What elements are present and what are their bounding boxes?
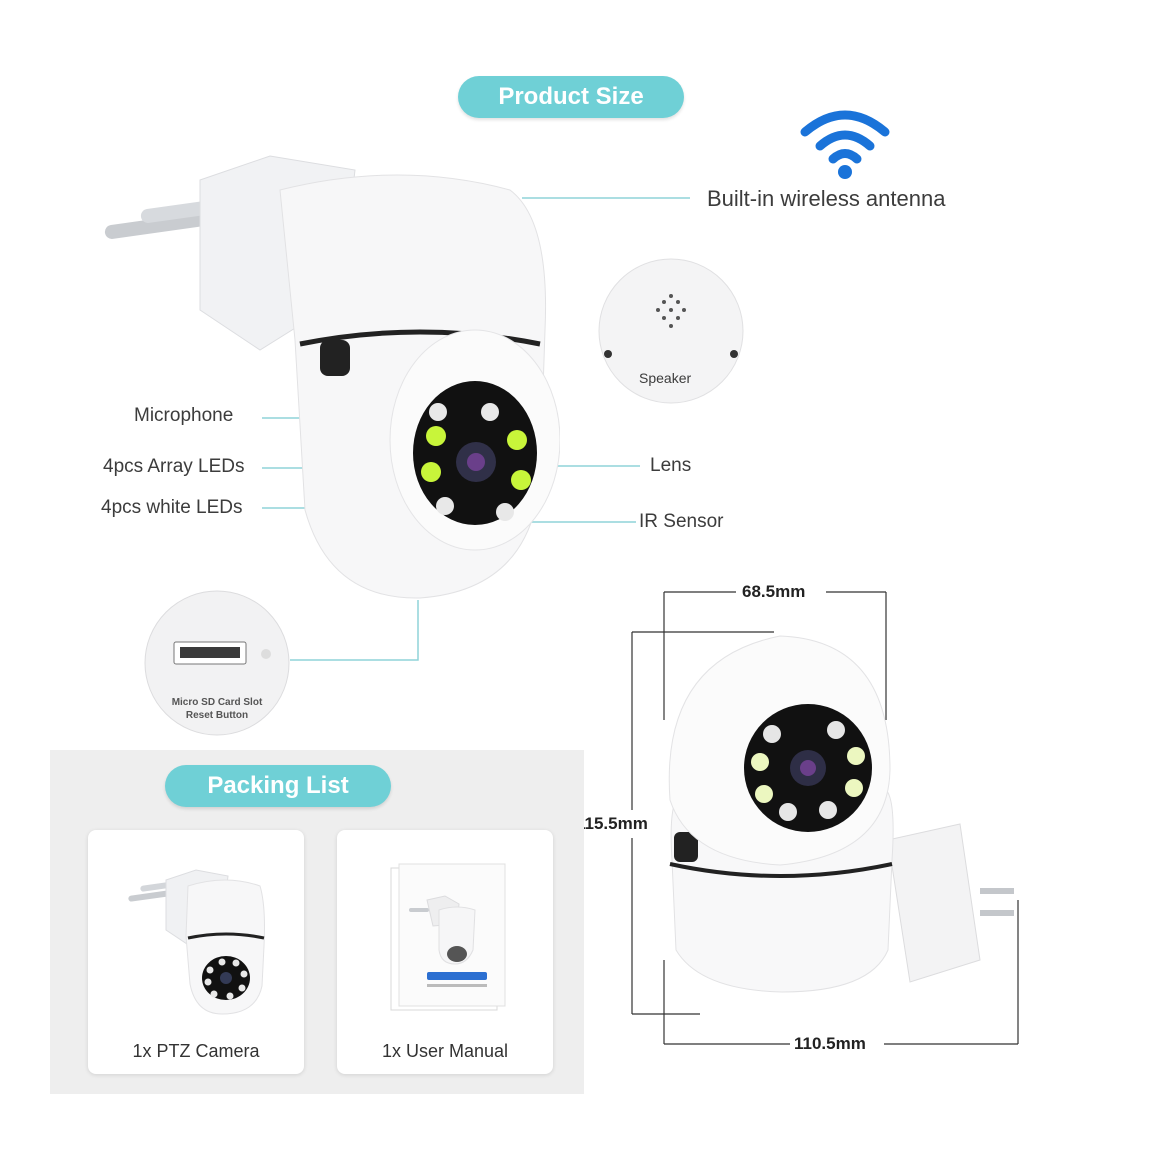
packing-item-camera-label: 1x PTZ Camera [132, 1041, 260, 1061]
packing-item-camera: 1x PTZ Camera [88, 830, 304, 1074]
dimension-height: 115.5mm [576, 814, 648, 833]
camera-dimension-image [668, 635, 1014, 993]
packing-item-manual-label: 1x User Manual [381, 1041, 509, 1061]
camera-main-image [104, 155, 560, 599]
product-size-title: Product Size [458, 76, 684, 118]
antenna-label: Built-in wireless antenna [707, 186, 946, 211]
speaker-label: Speaker [639, 370, 692, 386]
dimension-depth: 110.5mm [794, 1034, 866, 1053]
packing-list-title: Packing List [165, 765, 391, 807]
lens-label: Lens [650, 455, 692, 476]
sd-slot-label: Micro SD Card Slot Reset Button [171, 697, 263, 721]
dimension-width: 68.5mm [742, 582, 806, 601]
packing-list-panel: Packing List 1x PTZ Camera 1 [50, 750, 584, 1094]
ir-sensor-label: IR Sensor [639, 511, 724, 532]
microphone-label: Microphone [134, 405, 234, 426]
packing-item-manual: 1x User Manual [337, 830, 553, 1074]
array-leds-label: 4pcs Array LEDs [103, 456, 245, 477]
wifi-icon [800, 110, 890, 179]
ptz-camera-thumbnail [128, 869, 265, 1015]
sd-slot-detail-image [144, 590, 290, 736]
speaker-detail-image [598, 258, 744, 404]
white-leds-label: 4pcs white LEDs [101, 497, 243, 518]
user-manual-thumbnail [390, 863, 506, 1011]
